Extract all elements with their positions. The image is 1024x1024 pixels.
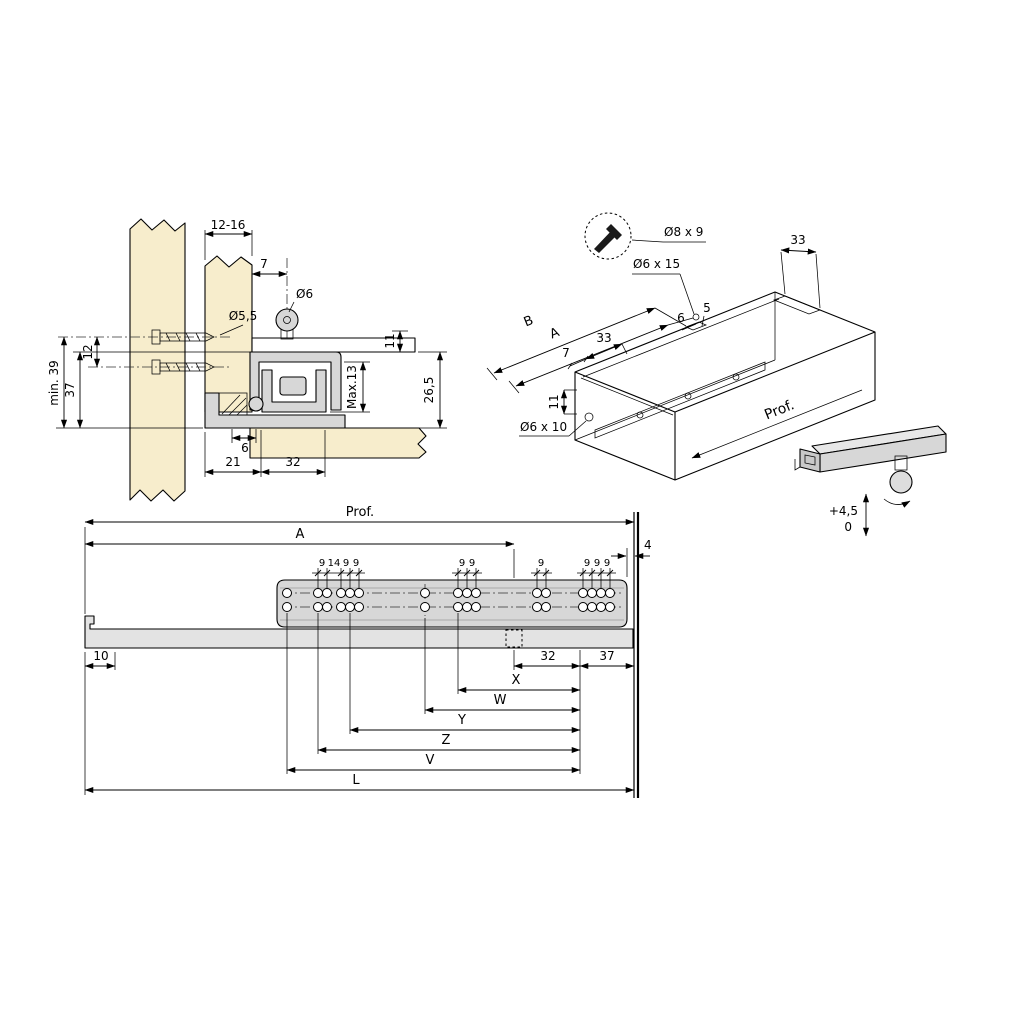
side-view: 9 14 9 9 9 9 9 9 9 9 Prof. A 4 10 [84,505,652,798]
dim-max-13: Max.13 [345,365,359,409]
rail-end-cap [799,448,821,473]
dim-hole-spec-front: Ø6 x 10 [520,420,567,434]
roller [248,396,264,412]
isometric-view: Ø8 x 9 Ø6 x 15 33 B A 7 33 [486,212,876,481]
lower-rail [84,615,634,649]
dim-screw-spec: Ø8 x 9 [664,225,703,239]
dim-pin-dia: Ø6 [296,287,313,301]
side-view-dimensions: Prof. A 4 10 32 37 X W [84,505,652,795]
dim-front-11: 11 [547,394,561,409]
mounting-screw-top [151,329,215,345]
dim-screw-dia: Ø5,5 [229,309,258,323]
inner-rail [279,376,307,396]
dim-l: L [352,773,360,788]
dim-height-26-5: 26,5 [422,377,436,404]
pin-center [283,316,291,324]
cross-section-dimensions: 12-16 7 Ø6 Ø5,5 12 min. 39 37 11 26,5 [47,218,447,477]
adjustment-detail-view: +4,5 0 [794,425,947,537]
dim-adjust-plus: +4,5 [829,504,858,518]
dim-p1a: 9 [319,558,325,569]
dim-edge-7: 7 [562,346,570,360]
dim-offset-37: 37 [599,649,614,663]
dim-offset-21: 21 [225,455,240,469]
dim-p2b: 9 [469,558,475,569]
dim-x: X [512,673,521,688]
slide-profile [204,308,416,429]
roller-stem [894,455,908,471]
adjustment-roller [889,470,913,494]
dim-offset-6: 6 [241,441,249,455]
rail-hole [732,373,740,381]
rear-notch [772,295,822,315]
screw-head-icon [606,224,622,240]
top-edge-slot [685,321,707,331]
cross-section-view: 12-16 7 Ø6 Ø5,5 12 min. 39 37 11 26,5 [47,218,447,502]
mounting-holes [282,588,615,612]
dim-p1b: 14 [328,558,341,569]
front-hole [584,412,594,422]
dim-slot-5: 5 [703,301,711,315]
rail-hole [636,411,644,419]
bottom-panel [249,427,427,459]
dim-z: Z [442,733,451,748]
top-hole [692,313,700,321]
adjustment-zone-marker [505,629,523,648]
rail-hook [794,459,801,471]
dim-edge-33: 33 [596,331,611,345]
rail-hole [684,392,692,400]
dim-slot-6: 6 [677,311,685,325]
dim-p3a: 9 [538,558,544,569]
hatched-block [218,392,248,416]
dim-p4b: 9 [594,558,600,569]
dim-b: B [522,313,536,330]
hole-pitch-dimensions: 9 14 9 9 9 9 9 9 9 9 [312,558,616,588]
door-panel [204,255,253,413]
dim-w: W [494,693,507,708]
dim-height-11: 11 [383,333,397,348]
mounting-screw-bottom [151,359,215,375]
dim-min-height: min. 39 [47,360,61,406]
dim-offset-32: 32 [540,649,555,663]
dim-p1c: 9 [343,558,349,569]
dim-gap-4: 4 [644,538,652,552]
dim-a-iso: A [548,325,562,342]
pin [275,308,299,332]
screw-detail [584,212,632,260]
dim-notch-33: 33 [790,233,805,247]
dim-offset-32: 32 [285,455,300,469]
dim-p2a: 9 [459,558,465,569]
rail-end-notch [804,454,816,466]
dim-hole-spec-top: Ø6 x 15 [633,257,680,271]
dim-v: V [426,753,435,768]
dim-y: Y [457,713,466,728]
dim-depth: Prof. [346,505,374,520]
dim-height-37: 37 [63,382,77,397]
dim-pin-offset: 7 [260,257,268,271]
dim-a: A [296,527,305,542]
dim-p4a: 9 [584,558,590,569]
rotation-arrow [883,498,911,508]
dim-offset-10: 10 [93,649,108,663]
drawer-bottom-strip [251,337,416,353]
inner-slide-rail [594,361,766,439]
inner-channel [261,369,327,413]
dim-adjust-zero: 0 [844,520,852,534]
dim-panel-thickness: 12-16 [211,218,246,232]
dim-p1d: 9 [353,558,359,569]
dim-p4c: 9 [604,558,610,569]
